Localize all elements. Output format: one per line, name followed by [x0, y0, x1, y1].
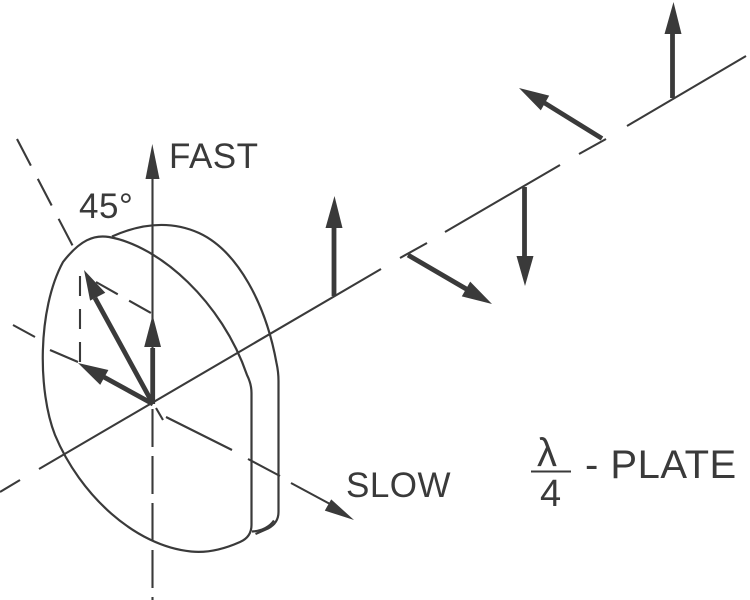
- propagation-axis: [0, 55, 747, 493]
- propagation-axis-segment: [444, 164, 561, 233]
- wave-arrow-up-2: [664, 2, 682, 98]
- polarization-45-center-tick: [155, 407, 164, 421]
- wave-arrow-inplane-right: [406, 252, 492, 304]
- wave-arrow-shaft: [541, 99, 604, 141]
- wave-arrow-up-1: [325, 196, 343, 296]
- slow-axis-segment: [247, 458, 281, 477]
- wave-arrowhead: [516, 256, 534, 286]
- slow-axis-arrowhead: [324, 499, 354, 520]
- wave-arrowhead: [325, 196, 343, 228]
- propagation-axis-segment: [626, 55, 747, 127]
- wave-arrowhead: [664, 2, 682, 34]
- plate-label: - PLATE: [585, 443, 737, 487]
- wave-arrowhead: [519, 88, 550, 111]
- propagation-axis-segment: [399, 242, 428, 259]
- slow-component-arrow: [78, 363, 155, 407]
- slow-axis-segment: [49, 349, 79, 363]
- fast-component-arrowhead: [144, 315, 161, 347]
- slow-axis: [12, 324, 354, 520]
- wave-arrow-down: [516, 187, 534, 286]
- propagation-axis-segment: [578, 138, 607, 155]
- slow-axis-label: SLOW: [346, 466, 451, 505]
- wave-arrow-inplane-left: [519, 88, 604, 141]
- waveplate-front-face: [41, 235, 253, 553]
- angle-label: 45°: [79, 187, 133, 226]
- waveplate-back-face: [111, 223, 280, 536]
- fast-component-arrow: [144, 315, 161, 404]
- wave-arrowhead: [461, 281, 492, 304]
- plate-label-group: λ 4 - PLATE: [531, 431, 737, 515]
- polarization-45-dashed-line: [16, 138, 79, 257]
- fast-axis-label: FAST: [169, 137, 259, 176]
- resultant-arrowhead: [84, 270, 106, 301]
- slow-axis-segment: [165, 416, 233, 451]
- projection-dashed-diagonal: [95, 281, 152, 314]
- resultant-arrow-shaft: [92, 296, 156, 406]
- fraction-denominator: 4: [540, 473, 562, 515]
- slow-component-arrowhead: [78, 363, 109, 385]
- resultant-polarization-arrow: [84, 270, 156, 406]
- propagation-axis-segment: [38, 268, 382, 470]
- slow-component-shaft: [100, 373, 155, 407]
- lambda-symbol: λ: [537, 431, 558, 475]
- slow-axis-arrow-shaft: [290, 482, 331, 505]
- propagation-axis-segment: [0, 479, 21, 493]
- slow-axis-segment: [12, 324, 36, 338]
- waveplate-bottom-rim-bevel: [251, 519, 275, 533]
- fast-axis-arrowhead: [145, 144, 160, 179]
- wave-arrow-shaft: [406, 252, 470, 293]
